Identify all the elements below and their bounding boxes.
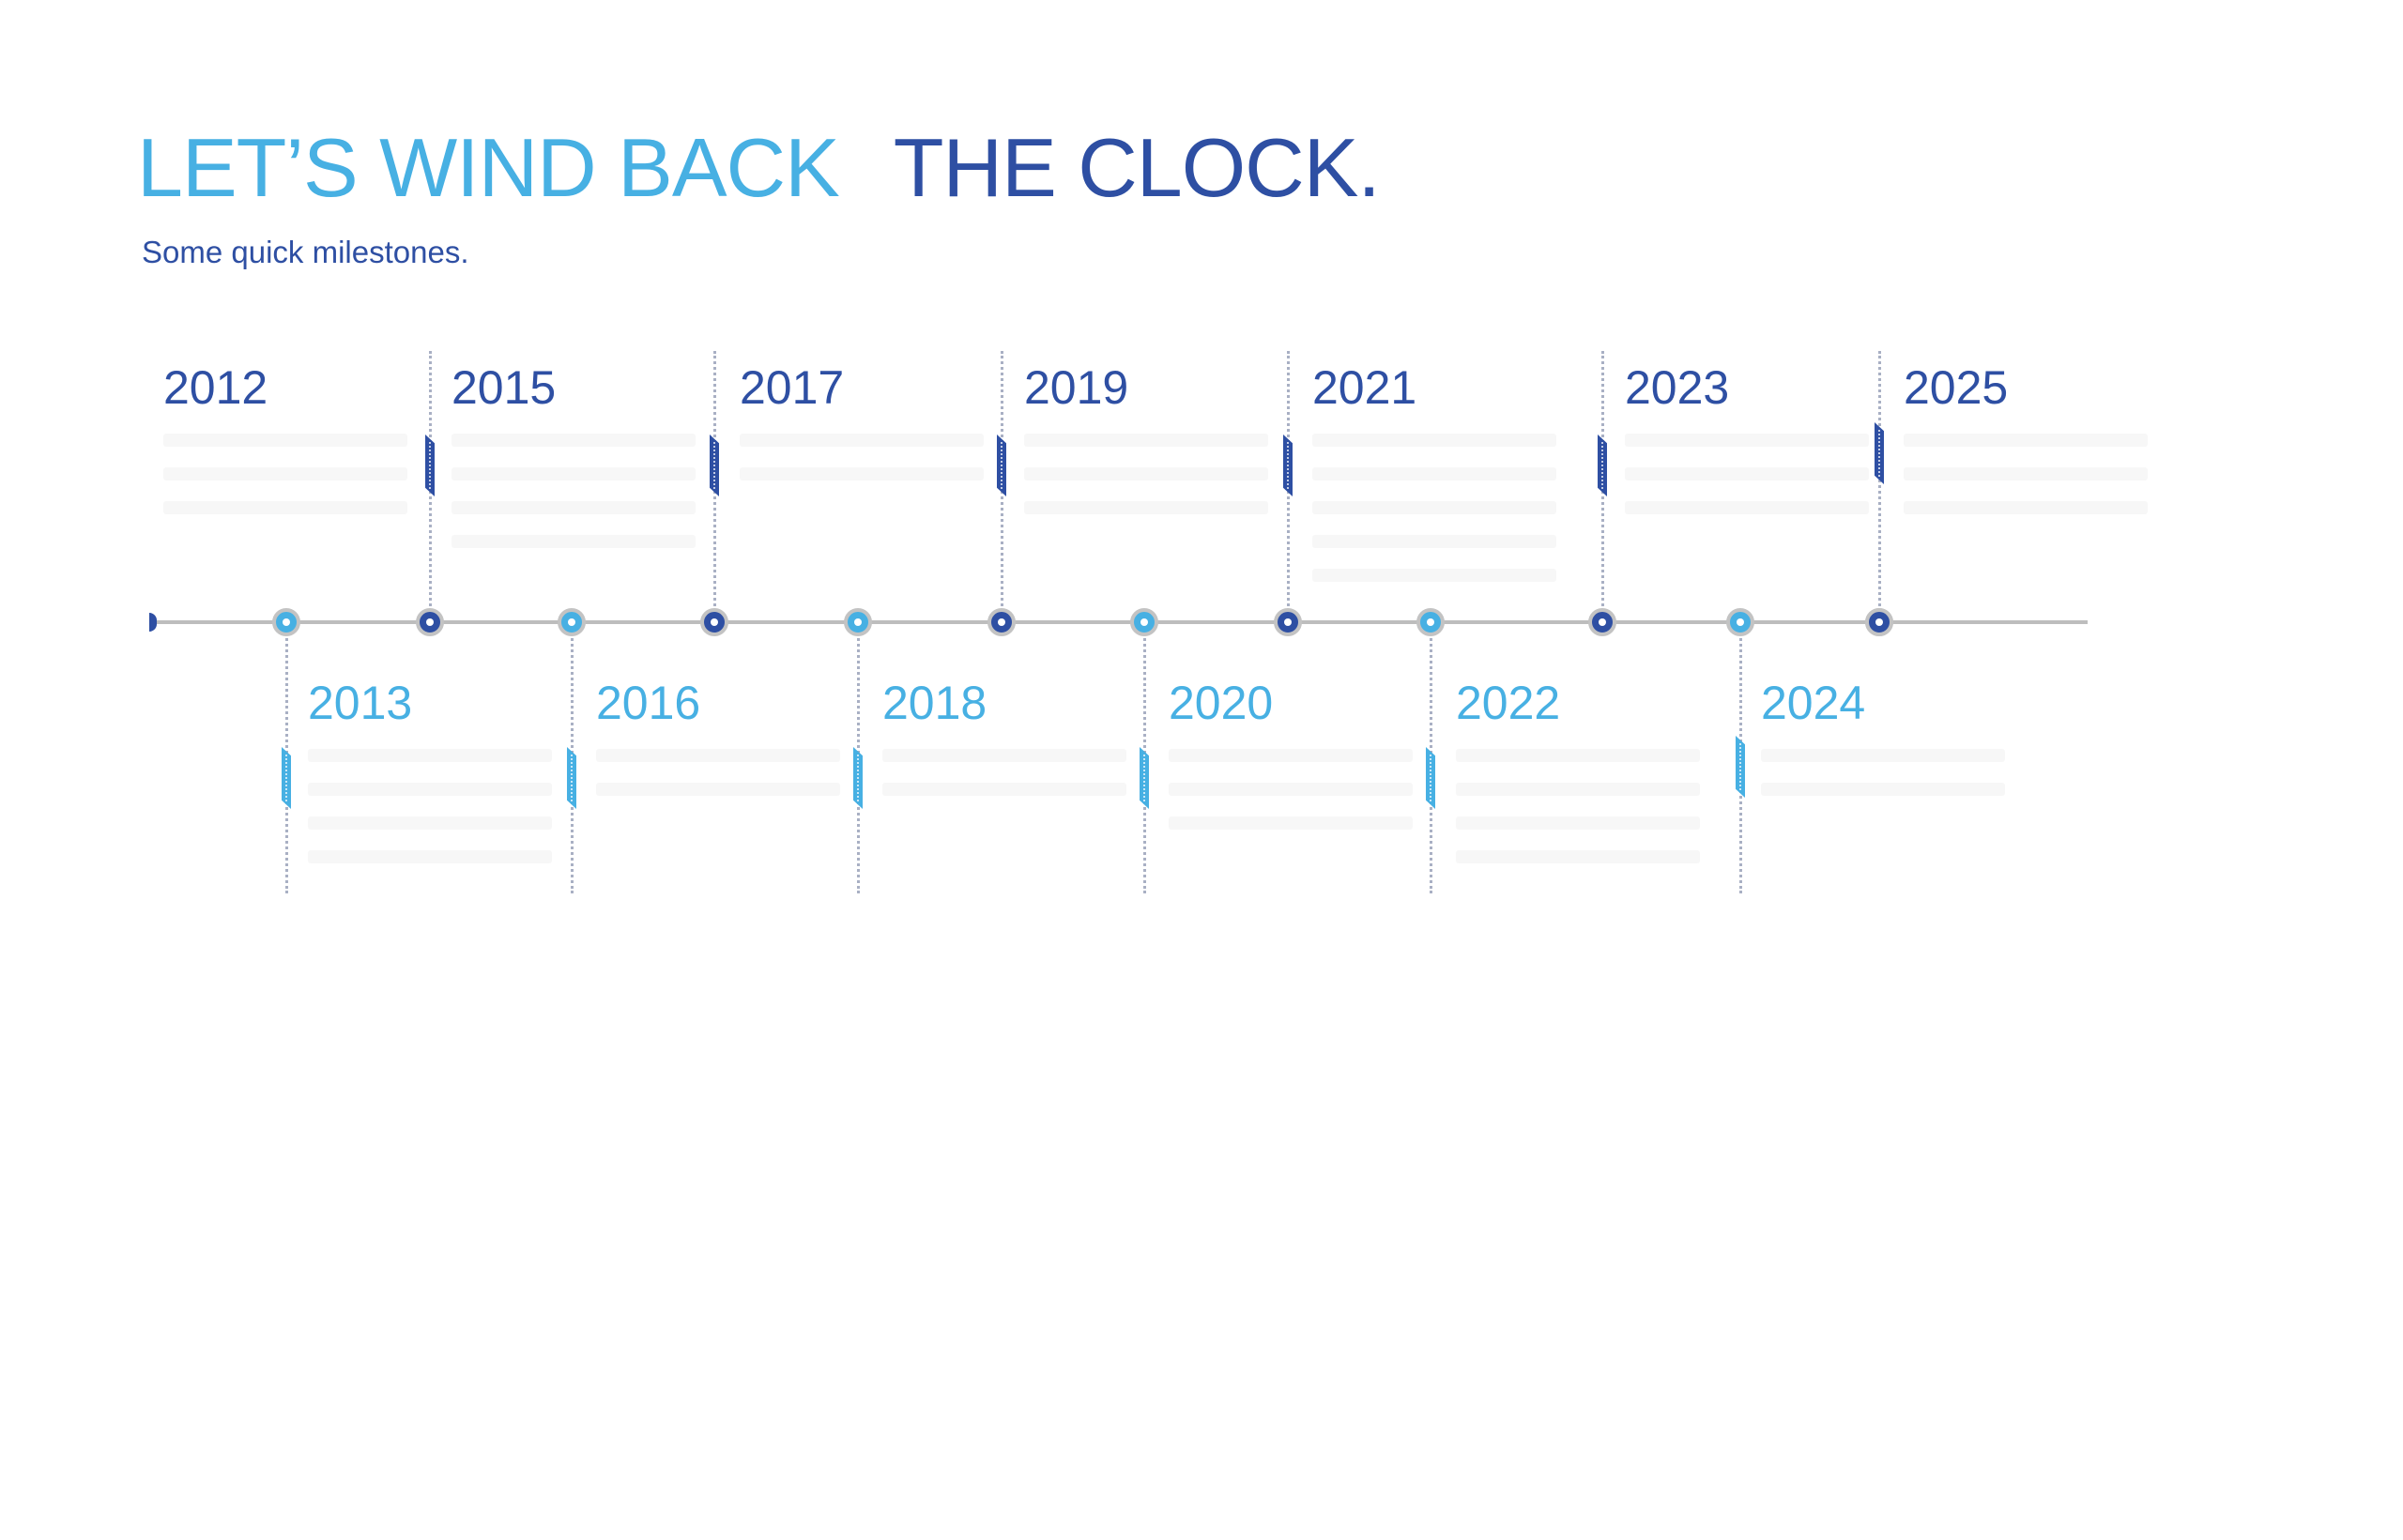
flag-marker — [997, 435, 1006, 496]
event-description — [882, 728, 1126, 816]
description-line — [1312, 535, 1556, 548]
timeline-node — [1274, 608, 1302, 636]
year-label: 2024 — [1761, 677, 1866, 729]
flag-marker — [282, 747, 291, 809]
flag-marker — [425, 435, 435, 496]
description-line — [1904, 434, 2148, 447]
title-part-1: LET’S WIND BACK — [137, 121, 840, 214]
year-label: 2018 — [882, 677, 987, 729]
description-line — [1169, 816, 1413, 830]
event-description — [1761, 728, 2005, 816]
description-line — [1761, 749, 2005, 762]
flag-marker — [1283, 435, 1293, 496]
description-line — [1169, 783, 1413, 796]
event-description — [1169, 728, 1413, 850]
event-description — [1312, 413, 1556, 602]
year-label: 2015 — [452, 361, 557, 414]
event-description — [596, 728, 840, 816]
description-line — [163, 467, 407, 480]
description-line — [308, 749, 552, 762]
description-line — [1761, 783, 2005, 796]
description-line — [1169, 749, 1413, 762]
flag-marker — [853, 747, 863, 809]
year-label: 2023 — [1625, 361, 1730, 414]
flag-marker — [1875, 422, 1884, 484]
description-line — [452, 467, 696, 480]
year-label: 2025 — [1904, 361, 2009, 414]
description-line — [740, 467, 984, 480]
timeline-node — [700, 608, 728, 636]
description-line — [1456, 749, 1700, 762]
description-line — [1024, 467, 1268, 480]
subtitle: Some quick milestones. — [142, 235, 469, 269]
timeline-node — [1130, 608, 1158, 636]
timeline-node — [558, 608, 586, 636]
description-line — [596, 783, 840, 796]
flag-marker — [1736, 736, 1745, 798]
timeline-node — [416, 608, 444, 636]
description-line — [1312, 501, 1556, 514]
description-line — [163, 501, 407, 514]
flag-marker — [567, 747, 576, 809]
description-line — [163, 434, 407, 447]
timeline-node — [1726, 608, 1754, 636]
event-description — [1456, 728, 1700, 884]
timeline-axis — [151, 620, 2088, 624]
year-label: 2013 — [308, 677, 413, 729]
description-line — [308, 816, 552, 830]
timeline-node — [987, 608, 1016, 636]
timeline-node — [1865, 608, 1893, 636]
timeline-node — [1588, 608, 1616, 636]
description-line — [308, 850, 552, 863]
description-line — [1456, 816, 1700, 830]
flag-marker — [1426, 747, 1435, 809]
year-label: 2017 — [740, 361, 845, 414]
description-line — [1625, 467, 1869, 480]
event-description — [1625, 413, 1869, 535]
description-line — [1625, 501, 1869, 514]
description-line — [740, 434, 984, 447]
year-label: 2022 — [1456, 677, 1561, 729]
event-description — [308, 728, 552, 884]
event-description — [1024, 413, 1268, 535]
description-line — [1024, 434, 1268, 447]
description-line — [308, 783, 552, 796]
description-line — [1625, 434, 1869, 447]
year-label: 2012 — [163, 361, 268, 414]
year-label: 2020 — [1169, 677, 1274, 729]
year-label: 2019 — [1024, 361, 1129, 414]
timeline-node — [844, 608, 872, 636]
description-line — [1456, 850, 1700, 863]
description-line — [1024, 501, 1268, 514]
description-line — [1904, 501, 2148, 514]
year-label: 2016 — [596, 677, 701, 729]
timeline-node — [1416, 608, 1445, 636]
connector-line — [1878, 351, 1881, 622]
title-part-2: THE CLOCK. — [893, 121, 1381, 214]
description-line — [1312, 569, 1556, 582]
timeline-start-marker — [149, 613, 157, 632]
event-description — [740, 413, 984, 501]
flag-marker — [1598, 435, 1607, 496]
event-description — [163, 413, 407, 535]
year-label: 2021 — [1312, 361, 1417, 414]
flag-marker — [1140, 747, 1149, 809]
description-line — [596, 749, 840, 762]
description-line — [452, 501, 696, 514]
description-line — [1904, 467, 2148, 480]
description-line — [452, 535, 696, 548]
description-line — [882, 749, 1126, 762]
description-line — [452, 434, 696, 447]
timeline-node — [272, 608, 300, 636]
event-description — [1904, 413, 2148, 535]
flag-marker — [710, 435, 719, 496]
description-line — [1456, 783, 1700, 796]
description-line — [1312, 434, 1556, 447]
description-line — [882, 783, 1126, 796]
event-description — [452, 413, 696, 569]
description-line — [1312, 467, 1556, 480]
page-title: LET’S WIND BACK THE CLOCK. — [137, 120, 1381, 216]
